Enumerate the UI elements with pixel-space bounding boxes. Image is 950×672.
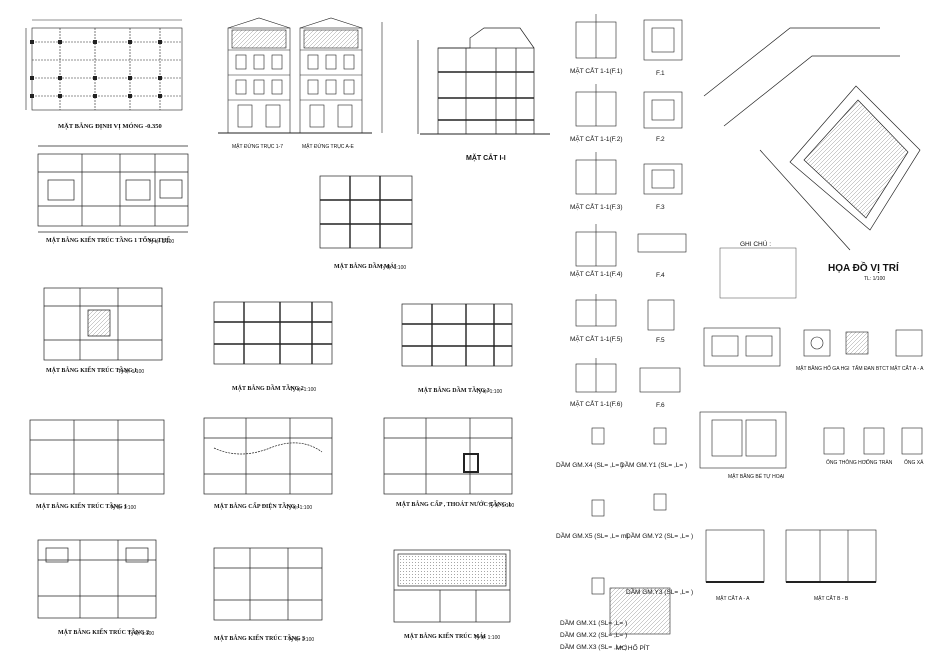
side-elevation-caption: MẶT ĐỨNG TRỤC A-E bbox=[302, 144, 354, 150]
beam3-plan bbox=[401, 303, 513, 367]
floor-plan-a bbox=[43, 287, 163, 361]
tank-details bbox=[699, 327, 923, 469]
plan-f5: F.5 bbox=[656, 337, 665, 344]
beam-x2: DẦM GM.X2 (SL= ,L= ) bbox=[560, 632, 628, 639]
plan-f2: F.2 bbox=[656, 136, 665, 143]
roof-arch-title: MẶT BẰNG KIẾN TRÚC MÁI bbox=[404, 634, 486, 640]
floor-b-title: MẶT BẰNG KIẾN TRÚC TẦNG 1 bbox=[36, 504, 128, 510]
notes-title: GHI CHÚ : bbox=[740, 241, 772, 248]
section-bb-caption: MẶT CẮT B - B bbox=[814, 596, 849, 602]
roof-arch-scale: Tỷ lệ: 1:100 bbox=[474, 635, 501, 641]
section-f6: MẶT CẮT 1-1(F.6) bbox=[570, 401, 623, 408]
pit-section: MC HỐ PÍT bbox=[616, 645, 650, 652]
floor3-title: MẶT BẰNG KIẾN TRÚC TẦNG 3 bbox=[214, 636, 306, 642]
site-scale: TL: 1/100 bbox=[864, 276, 886, 282]
beam-details bbox=[591, 427, 671, 635]
foundation-plan bbox=[25, 19, 183, 111]
water-scale: Tỷ lệ: 1:100 bbox=[488, 503, 515, 509]
beam2-plan bbox=[213, 301, 333, 365]
floor2-plan bbox=[37, 539, 157, 619]
section-aa2-caption: MẶT CẮT A - A bbox=[716, 596, 750, 602]
section-aa-caption: MẶT CẮT A - A bbox=[890, 366, 924, 372]
front-elevation-caption: MẶT ĐỨNG TRỤC 1-7 bbox=[232, 144, 284, 150]
floor-a-scale: Tỷ lệ: 1/100 bbox=[118, 369, 145, 375]
electric-plan bbox=[203, 417, 333, 495]
water-title: MẶT BẰNG CẤP , THOÁT NƯỚC TẦNG 1 bbox=[396, 502, 512, 508]
floor3-plan bbox=[213, 547, 323, 621]
column-sections bbox=[575, 14, 687, 393]
beam-y1: DẦM GM.Y1 (SL= ,L= ) bbox=[620, 462, 688, 469]
plan-f3: F.3 bbox=[656, 204, 665, 211]
site-title: HỌA ĐỒ VỊ TRÍ bbox=[828, 263, 899, 274]
beam-y2: DẦM GM.Y2 (SL= ,L= ) bbox=[626, 533, 694, 540]
plan-f1: F.1 bbox=[656, 70, 665, 77]
electric-scale: Tỷ lệ: 1:100 bbox=[286, 505, 313, 511]
section-f1: MẶT CẮT 1-1(F.1) bbox=[570, 68, 623, 75]
floor1-overall-plan bbox=[37, 145, 189, 233]
foundation-plan-title: MẶT BẰNG ĐỊNH VỊ MÓNG -0.350 bbox=[58, 123, 162, 130]
beam2-title: MẶT BẰNG DẦM TẦNG 2 bbox=[232, 386, 304, 392]
floor1-overall-title: MẶT BẰNG KIẾN TRÚC TẦNG 1 TỔNG THỂ bbox=[46, 238, 171, 244]
section-title: MẶT CẮT I-I bbox=[466, 155, 506, 162]
beam-y3: DẦM GM.Y3 (SL= ,L= ) bbox=[626, 589, 694, 596]
roof-beam-title: MẶT BẰNG DẦM MÁI bbox=[334, 264, 397, 270]
roof-beam-plan bbox=[319, 175, 413, 249]
plan-f4: F.4 bbox=[656, 272, 665, 279]
beam-x3: DẦM GM.X3 (SL= ,L= ) bbox=[560, 644, 628, 651]
manhole-caption: MẶT BẰNG HỐ GA HGI bbox=[796, 366, 850, 372]
section-f5: MẶT CẮT 1-1(F.5) bbox=[570, 336, 623, 343]
floor-plan-b bbox=[29, 419, 165, 495]
slab-caption: TẤM ĐAN BTCT bbox=[852, 366, 889, 372]
roof-beam-scale: Tỷ lệ: 1:100 bbox=[380, 265, 407, 271]
section-f2: MẶT CẮT 1-1(F.2) bbox=[570, 136, 623, 143]
section-f3: MẶT CẮT 1-1(F.3) bbox=[570, 204, 623, 211]
site-plan bbox=[703, 27, 921, 251]
beam-x5: DẦM GM.X5 (SL= ,L= m) bbox=[556, 533, 629, 540]
tank-plan-caption: MẶT BẰNG BỂ TỰ HOẠI bbox=[728, 474, 785, 480]
section-f4: MẶT CẮT 1-1(F.4) bbox=[570, 271, 623, 278]
plan-f6: F.6 bbox=[656, 402, 665, 409]
vent-3-caption: ỐNG XẢ bbox=[904, 460, 924, 466]
beam3-scale: Tỷ lệ: 1:100 bbox=[476, 389, 503, 395]
water-plan bbox=[383, 417, 513, 495]
notes-box bbox=[719, 247, 797, 299]
tank-sections bbox=[705, 529, 877, 583]
floor-b-scale: Tỷ lệ: 1:100 bbox=[110, 505, 137, 511]
roof-arch-plan bbox=[393, 549, 511, 623]
beam3-title: MẶT BẰNG DẦM TẦNG 3 bbox=[418, 388, 490, 394]
section-i-i bbox=[417, 27, 550, 135]
beam-x4: DẦM GM.X4 (SL= ,L= ) bbox=[556, 462, 624, 469]
front-elevation bbox=[218, 17, 300, 134]
beam2-scale: Tỷ lệ: 1:100 bbox=[290, 387, 317, 393]
floor2-title: MẶT BẰNG KIẾN TRÚC TẦNG 2 bbox=[58, 630, 150, 636]
floor2-scale: Tỷ lệ: 1:100 bbox=[128, 631, 155, 637]
beam-x1: DẦM GM.X1 (SL= ,L= ) bbox=[560, 620, 628, 627]
vent-2-caption: ỐNG TRÀN bbox=[866, 460, 893, 466]
vent-1-caption: ỐNG THÔNG HƠI bbox=[826, 460, 868, 466]
electric-title: MẶT BẰNG CẤP ĐIỆN TẦNG 1 bbox=[214, 504, 300, 510]
floor3-scale: Tỷ lệ: 1:100 bbox=[288, 637, 315, 643]
floor-a-title: MẶT BẰNG KIẾN TRÚC TẦNG 1 bbox=[46, 368, 138, 374]
side-elevation bbox=[292, 17, 383, 134]
floor1-overall-scale: Tỷ lệ: 1/100 bbox=[148, 239, 175, 245]
